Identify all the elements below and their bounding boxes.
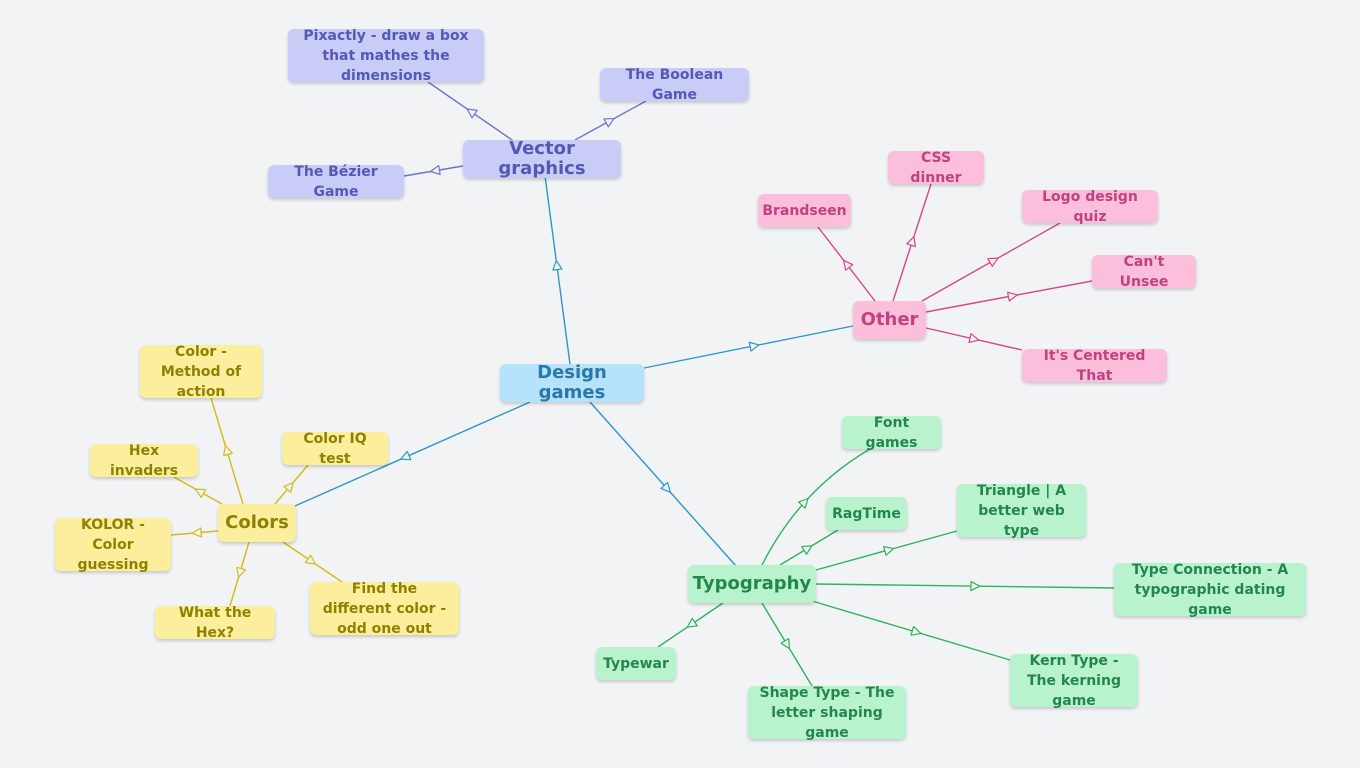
colors-item-odd-one-out[interactable]: Find the different color - odd one out xyxy=(310,581,459,637)
other-item-cant-unsee[interactable]: Can't Unsee xyxy=(1092,254,1196,290)
edge-typo-connection xyxy=(815,583,1115,589)
edge-root-vector-arrowhead xyxy=(552,260,563,271)
other-item-its-centered-that[interactable]: It's Centered That xyxy=(1022,348,1167,384)
typography-item-kern-type[interactable]: Kern Type - The kerning game xyxy=(1010,653,1138,709)
edge-colors-odd-arrowhead xyxy=(304,554,317,565)
typography-node[interactable]: Typography xyxy=(688,565,816,603)
edge-colors-kolor-arrowhead xyxy=(191,527,203,538)
edge-other-logo-arrowhead xyxy=(987,257,999,268)
edge-colors-hex-arrowhead xyxy=(195,488,207,499)
typography-item-typewar[interactable]: Typewar xyxy=(596,647,676,680)
typography-item-triangle[interactable]: Triangle | A better web type xyxy=(957,483,1086,539)
vector-graphics-node[interactable]: Vector graphics xyxy=(463,139,621,179)
edge-other-brandseen-arrowhead xyxy=(843,259,854,271)
other-item-css-dinner[interactable]: CSS dinner xyxy=(888,150,984,186)
edge-typo-shape-arrowhead xyxy=(780,638,791,650)
colors-item-color-iq-test[interactable]: Color IQ test xyxy=(282,431,388,467)
other-item-brandseen[interactable]: Brandseen xyxy=(758,194,851,227)
typography-item-shape-type[interactable]: Shape Type - The letter shaping game xyxy=(748,685,906,741)
typography-item-ragtime[interactable]: RagTime xyxy=(826,497,907,530)
edge-root-typo-arrowhead xyxy=(660,481,671,493)
edge-typo-kern-arrowhead xyxy=(910,625,922,636)
vector-item-bezier-game[interactable]: The Bézier Game xyxy=(268,164,404,200)
edge-vector-boolean-arrowhead xyxy=(603,117,615,128)
edge-typo-kern xyxy=(811,600,1011,661)
edge-other-centered-arrowhead xyxy=(968,333,980,344)
edge-vector-bezier-arrowhead xyxy=(429,164,441,176)
typography-item-font-games[interactable]: Font games xyxy=(842,415,941,451)
other-item-logo-design-quiz[interactable]: Logo design quiz xyxy=(1022,189,1158,225)
colors-item-hex-invaders[interactable]: Hex invaders xyxy=(90,443,198,479)
edge-root-other xyxy=(643,325,854,369)
edge-typo-ragtime-arrowhead xyxy=(801,545,813,555)
edge-typo-connection-arrowhead xyxy=(970,580,981,592)
edge-typo-typewar-arrowhead xyxy=(686,617,698,628)
edge-typo-triangle-arrowhead xyxy=(883,546,895,556)
other-node[interactable]: Other xyxy=(853,301,926,339)
edge-root-typo xyxy=(589,401,737,567)
colors-item-method-of-action[interactable]: Color - Method of action xyxy=(140,344,262,400)
edge-root-other-arrowhead xyxy=(748,341,760,352)
colors-node[interactable]: Colors xyxy=(218,504,296,542)
colors-item-kolor[interactable]: KOLOR - Color guessing xyxy=(55,517,171,573)
edge-vector-pixactly-arrowhead xyxy=(466,108,478,119)
edge-colors-what-arrowhead xyxy=(236,566,247,578)
edge-other-unsee-arrowhead xyxy=(1007,291,1018,302)
typography-item-type-connection[interactable]: Type Connection - A typographic dating g… xyxy=(1114,562,1306,618)
edge-typo-font-arrowhead xyxy=(797,497,809,509)
edge-other-css-arrowhead xyxy=(906,236,916,248)
vector-item-pixactly[interactable]: Pixactly - draw a box that mathes the di… xyxy=(288,28,484,84)
vector-item-boolean-game[interactable]: The Boolean Game xyxy=(600,67,749,103)
edge-colors-iq-arrowhead xyxy=(283,481,294,493)
edge-root-colors xyxy=(294,401,531,507)
root-node[interactable]: Design games xyxy=(500,363,644,403)
edge-colors-method-arrowhead xyxy=(223,445,233,457)
colors-item-what-the-hex[interactable]: What the Hex? xyxy=(155,605,275,641)
edge-root-colors-arrowhead xyxy=(400,450,412,461)
